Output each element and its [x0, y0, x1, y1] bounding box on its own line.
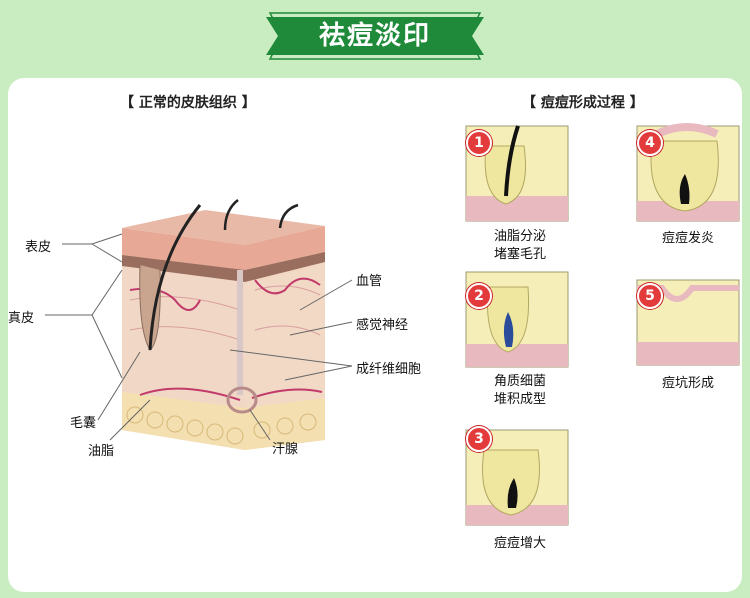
step-5-caption-line1: 痘坑形成	[661, 376, 714, 391]
label-fibroblast: 成纤维细胞	[356, 362, 422, 377]
step-1-caption-line1: 油脂分泌	[493, 229, 546, 244]
step-2-caption: 角质细菌 堆积成型	[470, 373, 570, 409]
acne-step-4-illustration	[636, 123, 740, 222]
step-2-caption-line2: 堆积成型	[493, 392, 546, 407]
acne-step-5-illustration	[636, 279, 740, 366]
label-nerve: 感觉神经	[356, 318, 409, 333]
step-4-caption-line1: 痘痘发炎	[661, 231, 714, 246]
label-blood-vessel: 血管	[356, 274, 383, 289]
step-4-caption: 痘痘发炎	[637, 230, 739, 248]
step-2-caption-line1: 角质细菌	[493, 374, 546, 389]
label-epidermis: 表皮	[25, 240, 52, 255]
step-4-badge: 4	[637, 130, 663, 156]
step-3-caption-line1: 痘痘增大	[493, 536, 546, 551]
step-5-badge: 5	[637, 283, 663, 309]
label-dermis: 真皮	[8, 311, 35, 326]
step-5-caption: 痘坑形成	[637, 375, 739, 393]
step-3-caption: 痘痘增大	[470, 535, 570, 553]
label-sebum: 油脂	[88, 444, 115, 459]
step-1-caption: 油脂分泌 堵塞毛孔	[470, 228, 570, 264]
normal-skin-title: 【 正常的皮肤组织 】	[120, 95, 256, 111]
banner-title: 祛痘淡印	[318, 21, 431, 51]
banner: 祛痘淡印	[266, 11, 484, 61]
step-2-badge: 2	[466, 283, 492, 309]
label-sweat-gland: 汗腺	[272, 442, 299, 457]
step-1-caption-line2: 堵塞毛孔	[493, 247, 546, 262]
label-follicle: 毛囊	[70, 416, 97, 431]
banner-ribbon-shape	[266, 12, 484, 60]
step-1-badge: 1	[466, 130, 492, 156]
step-3-badge: 3	[466, 426, 492, 452]
acne-process-title: 【 痘痘形成过程 】	[522, 95, 644, 111]
